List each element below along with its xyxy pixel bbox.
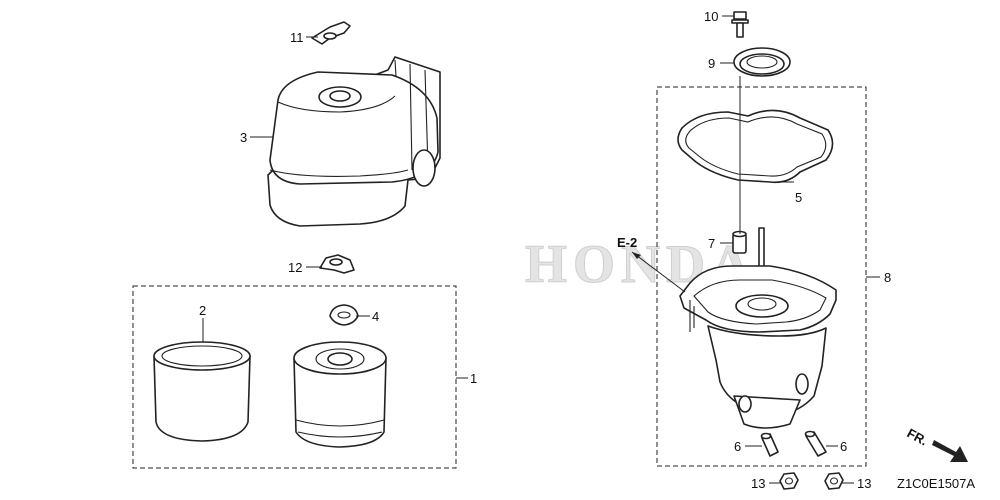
callout-1: 1 bbox=[470, 371, 477, 386]
callout-12: 12 bbox=[288, 260, 302, 275]
callout-7: 7 bbox=[708, 236, 715, 251]
callout-2: 2 bbox=[199, 303, 206, 318]
front-direction-indicator: FR. bbox=[905, 425, 968, 462]
diagram-code: Z1C0E1507A bbox=[897, 476, 975, 491]
tube-left bbox=[760, 432, 779, 457]
air-cleaner-case bbox=[679, 265, 837, 429]
callout-3: 3 bbox=[240, 130, 247, 145]
outer-foam-filter bbox=[153, 341, 251, 442]
filter-assembly-box bbox=[132, 285, 457, 469]
direction-arrow-icon bbox=[932, 440, 968, 462]
callout-13a: 13 bbox=[751, 476, 765, 491]
flange-nut-left bbox=[779, 472, 799, 490]
wing-nut-top bbox=[311, 21, 351, 45]
honda-watermark: HONDA bbox=[525, 234, 756, 294]
callout-6b: 6 bbox=[840, 439, 847, 454]
bolt bbox=[731, 11, 749, 38]
paper-filter-element bbox=[293, 341, 387, 448]
callout-6a: 6 bbox=[734, 439, 741, 454]
grommet bbox=[329, 304, 359, 326]
leader-e2 bbox=[631, 251, 686, 293]
callout-labels: 11 3 12 2 4 1 10 9 5 7 8 6 6 13 13 E-2 bbox=[199, 9, 891, 491]
reference-e2: E-2 bbox=[617, 235, 637, 250]
air-cleaner-cover bbox=[267, 56, 441, 227]
gasket bbox=[677, 109, 834, 184]
wing-nut-bottom bbox=[319, 254, 355, 274]
callout-9: 9 bbox=[708, 56, 715, 71]
callout-8: 8 bbox=[884, 270, 891, 285]
callout-10: 10 bbox=[704, 9, 718, 24]
collar bbox=[732, 230, 747, 254]
case-assembly-box bbox=[656, 86, 867, 467]
seal-ring bbox=[733, 47, 791, 77]
flange-nut-right bbox=[824, 472, 844, 490]
tube-right bbox=[804, 430, 827, 457]
direction-label: FR. bbox=[905, 425, 931, 448]
callout-4: 4 bbox=[372, 309, 379, 324]
callout-13b: 13 bbox=[857, 476, 871, 491]
e2-arrowhead bbox=[632, 252, 641, 259]
callout-5: 5 bbox=[795, 190, 802, 205]
callout-11: 11 bbox=[290, 30, 304, 45]
leader-lines bbox=[202, 15, 880, 484]
